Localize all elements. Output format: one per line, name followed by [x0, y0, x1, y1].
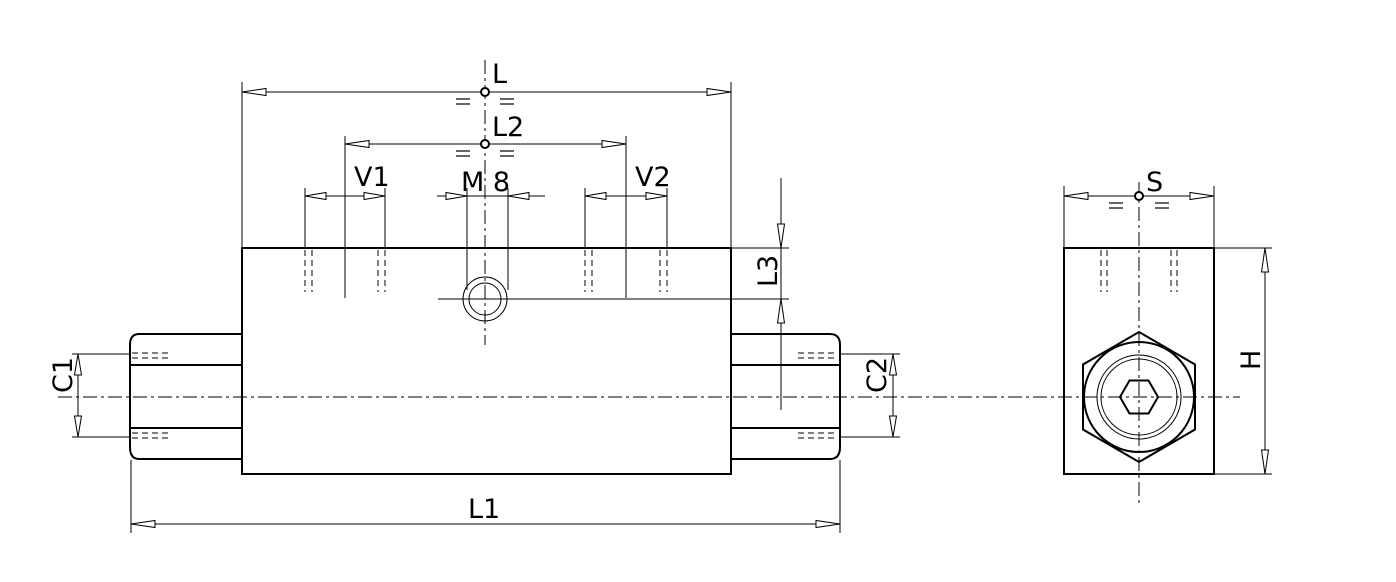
left-fitting: [129, 333, 242, 460]
side-view: S H: [1063, 167, 1272, 506]
dimension-C1: C1: [48, 353, 83, 438]
label-M8: M 8: [461, 167, 510, 198]
dimension-L1: L1: [130, 494, 841, 529]
label-V1: V1: [354, 162, 390, 193]
extension-lines: [72, 82, 900, 533]
label-L1: L1: [468, 494, 500, 525]
dimension-V1: V1: [304, 162, 390, 201]
dimension-M8: M 8: [437, 167, 545, 201]
label-C2: C2: [862, 357, 893, 393]
label-L2: L2: [492, 112, 524, 143]
label-L3: L3: [753, 255, 784, 287]
gauge-port: [438, 60, 789, 345]
hex-plug: [1082, 330, 1196, 464]
side-body: [1063, 247, 1215, 475]
label-C1: C1: [48, 357, 79, 393]
label-H: H: [1236, 350, 1267, 370]
label-V2: V2: [635, 162, 671, 193]
label-S: S: [1146, 167, 1163, 198]
dimension-V2: V2: [584, 162, 671, 201]
dimension-L3: L3: [753, 178, 786, 410]
dimension-S: S: [1063, 167, 1215, 209]
dimension-L: L: [241, 59, 732, 105]
dimension-H: H: [1236, 247, 1270, 475]
dimension-C2: C2: [862, 353, 898, 438]
label-L: L: [492, 59, 507, 90]
dimension-L2: L2: [344, 112, 627, 157]
valve-body: [241, 247, 732, 475]
hidden-holes: [304, 250, 668, 292]
right-fitting: [731, 333, 841, 460]
front-view: L L2 V1 V2: [48, 59, 1240, 533]
